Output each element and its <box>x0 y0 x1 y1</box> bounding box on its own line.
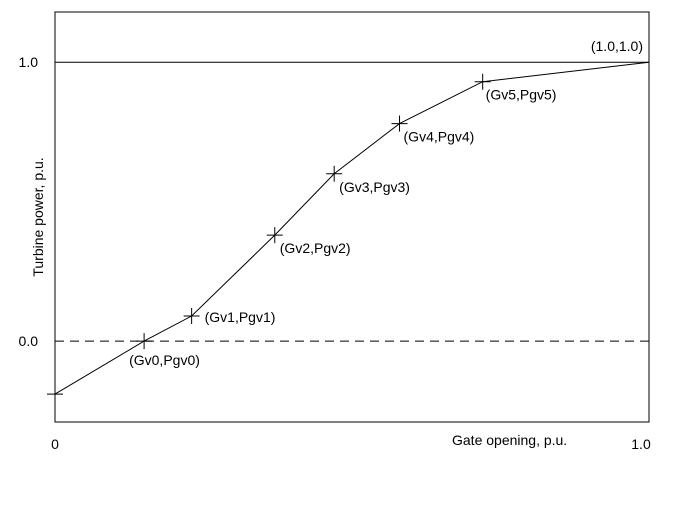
y-tick-label: 1.0 <box>19 54 39 70</box>
point-label: (Gv4,Pgv4) <box>404 129 475 145</box>
y-axis-label: Turbine power, p.u. <box>30 157 46 276</box>
series-line <box>54 61 650 395</box>
data-point-marker <box>391 115 408 132</box>
data-point-marker <box>474 73 491 90</box>
point-label: (Gv2,Pgv2) <box>280 240 351 256</box>
data-point-marker <box>183 308 200 325</box>
plot-frame <box>54 11 650 423</box>
point-label: (Gv5,Pgv5) <box>486 87 557 103</box>
data-point-marker <box>326 165 343 182</box>
point-label: (Gv1,Pgv1) <box>205 309 276 325</box>
x-tick-label: 0 <box>51 436 59 452</box>
point-label: (1.0,1.0) <box>591 38 643 54</box>
data-point-marker <box>266 227 283 244</box>
data-point-marker <box>136 333 153 350</box>
y-tick-label: 0.0 <box>19 333 39 349</box>
point-label: (Gv3,Pgv3) <box>339 179 410 195</box>
x-tick-label: 1.0 <box>631 436 651 452</box>
x-axis-label: Gate opening, p.u. <box>452 432 567 448</box>
point-label: (Gv0,Pgv0) <box>129 352 200 368</box>
